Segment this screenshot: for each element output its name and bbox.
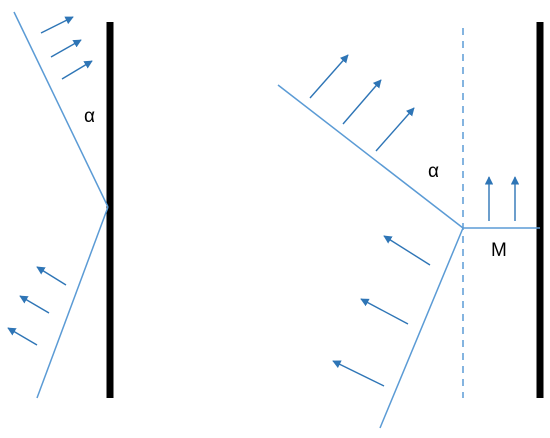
right-flow-arrow-lower <box>383 235 431 266</box>
left-flow-arrow-upper <box>40 16 74 34</box>
left-flow-arrow-lower <box>19 295 50 314</box>
right-reflected-wave <box>379 227 464 429</box>
right-panel-mach-reflection: α M <box>277 22 544 429</box>
left-reflected-wave <box>36 206 109 399</box>
left-panel-regular-reflection: α <box>7 11 114 399</box>
left-angle-label: α <box>84 106 95 127</box>
left-flow-arrow-upper <box>50 39 82 58</box>
right-incident-wave <box>277 84 464 229</box>
right-flow-arrow-lower <box>360 298 409 325</box>
right-flow-arrow-lower <box>332 360 385 387</box>
left-flow-arrow-lower <box>7 327 38 346</box>
left-incident-wave <box>13 11 109 208</box>
left-flow-arrow-lower <box>36 266 67 286</box>
right-flow-arrow-upper <box>309 54 349 99</box>
right-angle-label: α <box>428 161 439 182</box>
mach-stem-label: M <box>491 240 507 261</box>
right-flow-arrow-upper <box>375 107 415 152</box>
right-flow-arrow-upper <box>342 79 382 125</box>
left-flow-arrow-upper <box>61 60 93 80</box>
